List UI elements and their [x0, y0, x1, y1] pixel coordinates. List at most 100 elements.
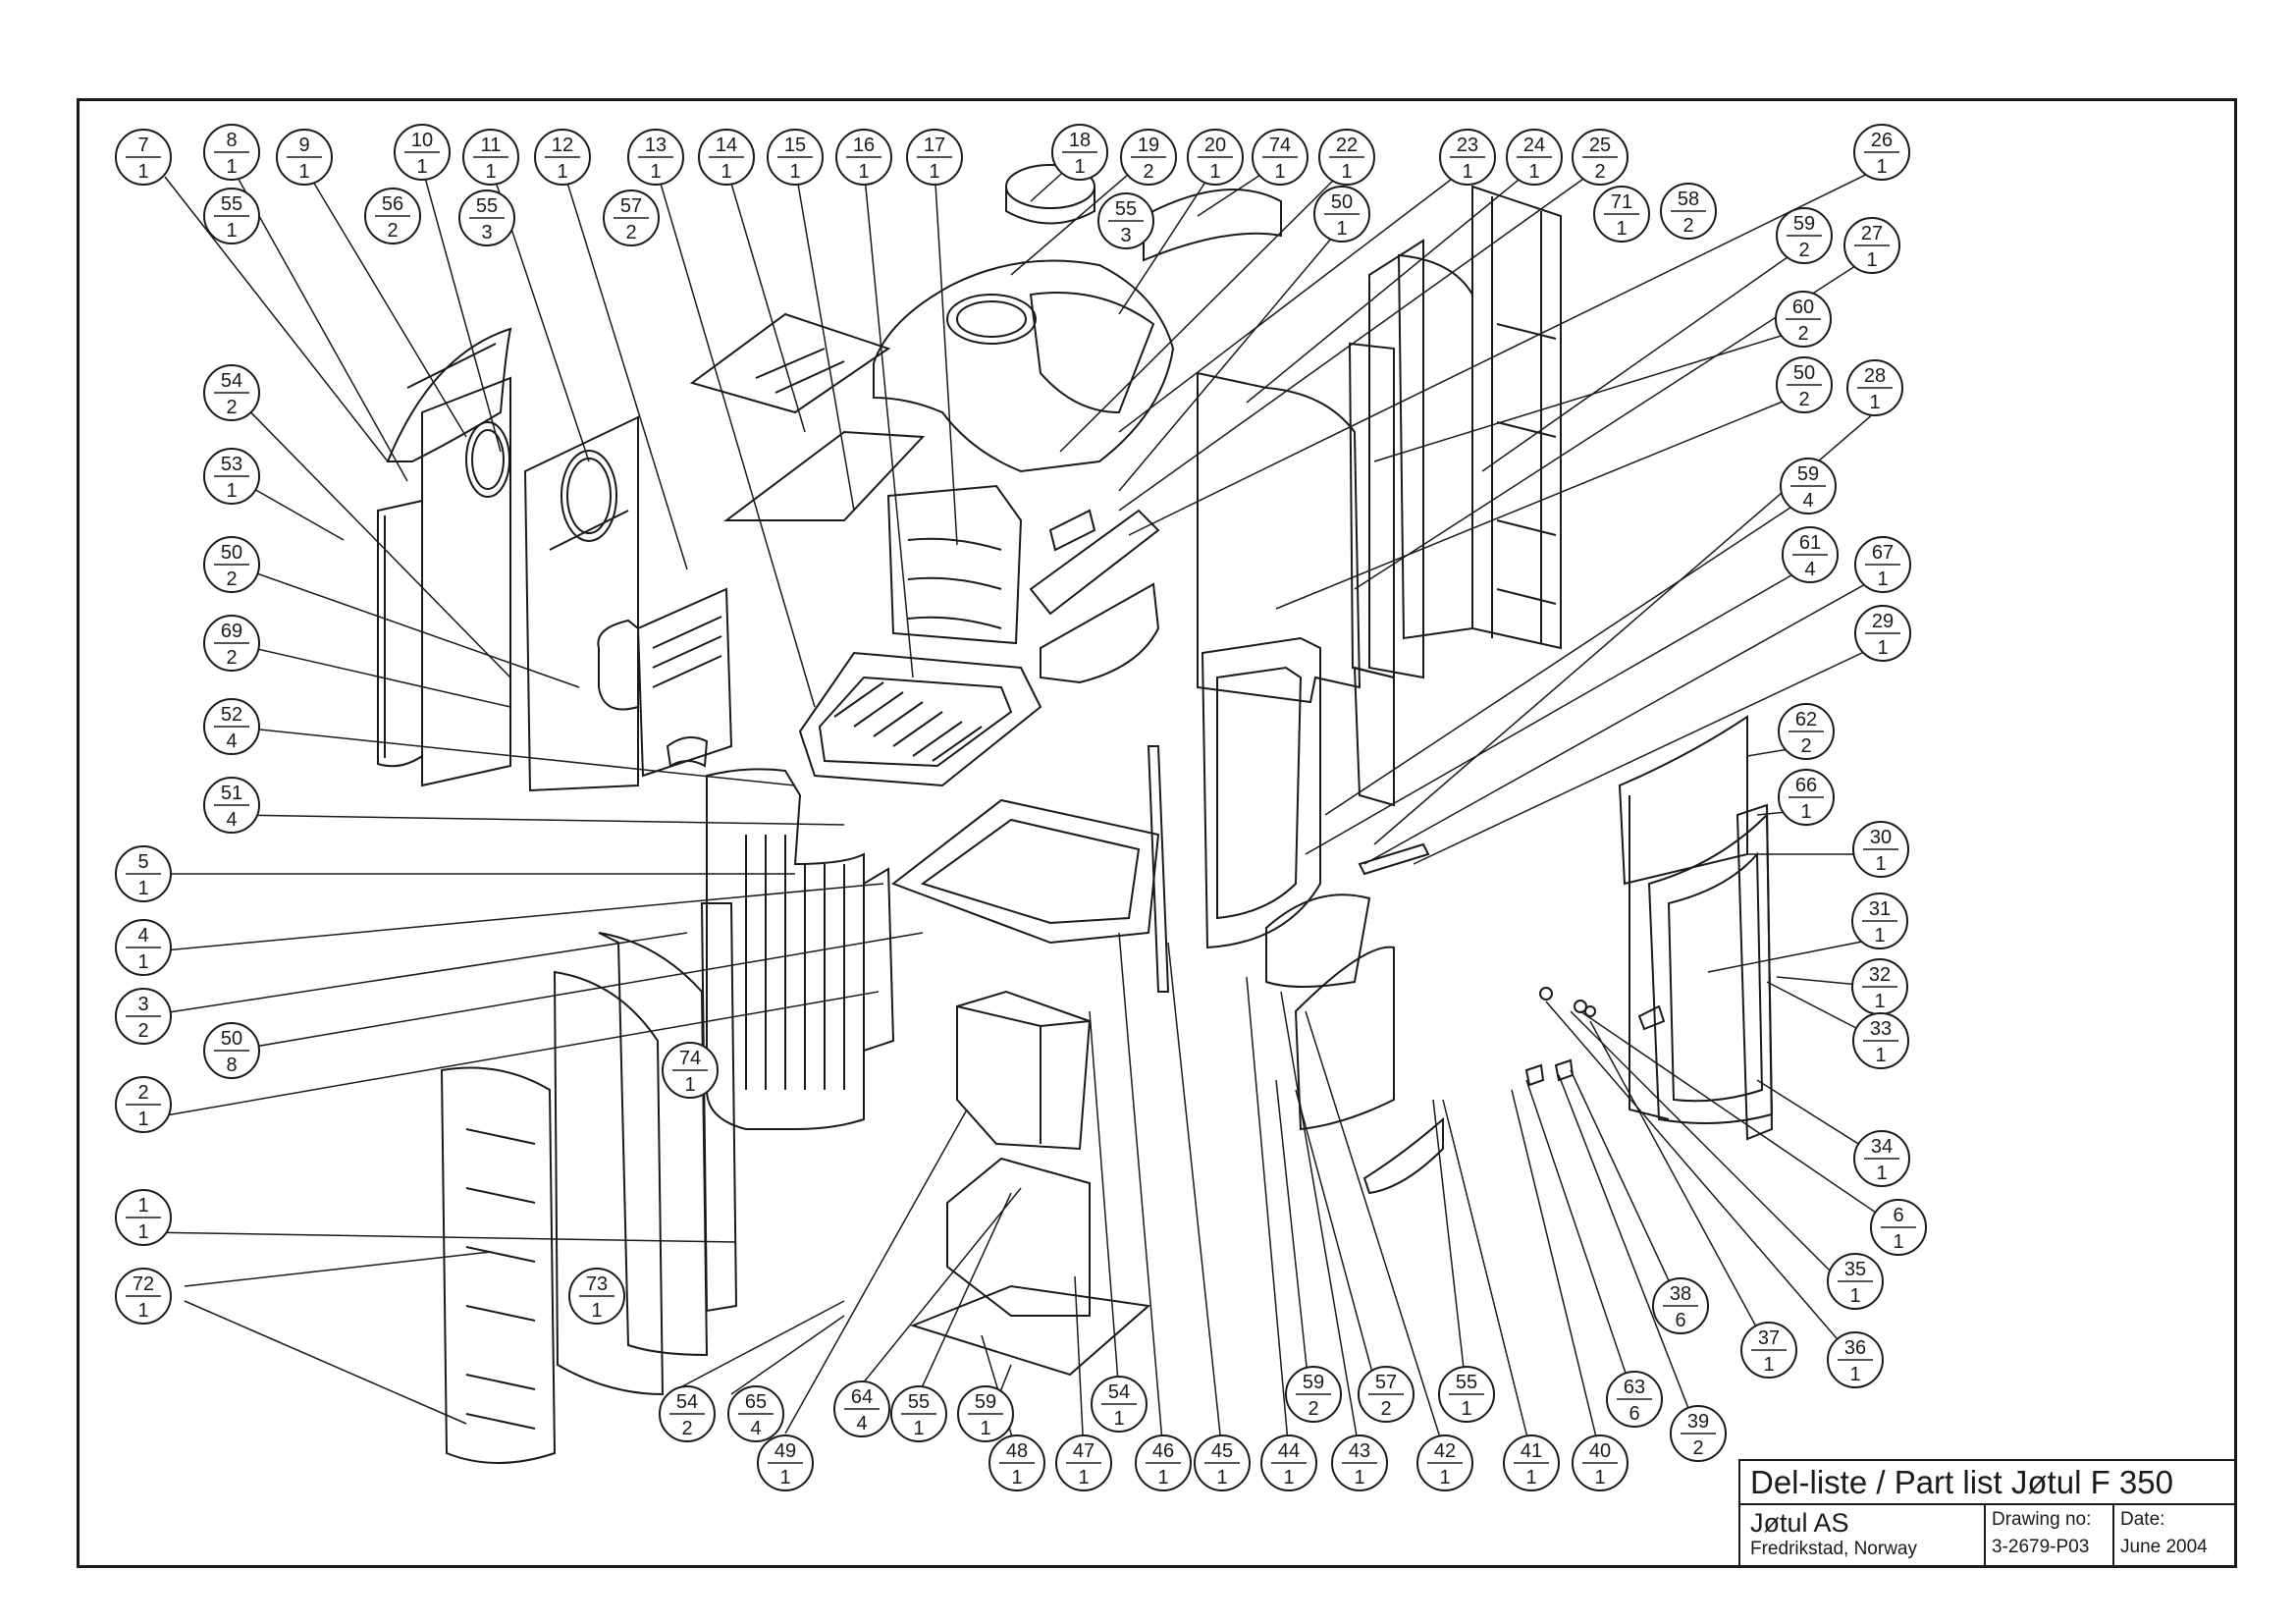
- balloon-part-number: 42: [1434, 1440, 1456, 1462]
- balloon-part-number: 22: [1336, 135, 1358, 156]
- balloon-quantity: 1: [1216, 1467, 1227, 1489]
- glass-door: [1618, 715, 1774, 1141]
- balloon-quantity: 2: [681, 1418, 692, 1439]
- balloon-part-29: 291: [1854, 605, 1911, 662]
- balloon-quantity: 1: [226, 156, 237, 178]
- top-casting: [873, 164, 1282, 473]
- balloon-quantity: 3: [1120, 225, 1131, 246]
- balloon-part-number: 54: [1108, 1381, 1130, 1403]
- balloon-quantity: 1: [557, 161, 567, 183]
- balloon-part-number: 4: [137, 925, 148, 947]
- balloon-part-number: 32: [1869, 964, 1891, 986]
- parts-linework: [377, 164, 1774, 1464]
- balloon-quantity: 1: [226, 220, 237, 242]
- balloon-part-number: 19: [1138, 135, 1159, 156]
- balloon-quantity: 1: [1157, 1467, 1168, 1489]
- balloon-quantity: 1: [1876, 156, 1887, 178]
- balloon-quantity: 4: [1804, 559, 1815, 580]
- balloon-quantity: 1: [721, 161, 731, 183]
- balloon-part-number: 59: [1797, 463, 1819, 485]
- balloon-quantity: 1: [1074, 156, 1085, 178]
- balloon-quantity: 1: [779, 1467, 790, 1489]
- balloon-part-number: 50: [221, 1028, 242, 1050]
- balloon-part-28: 281: [1846, 359, 1903, 416]
- balloon-part-number: 66: [1795, 775, 1817, 796]
- balloon-part-39: 392: [1670, 1405, 1727, 1462]
- balloon-part-53: 531: [203, 448, 260, 505]
- balloon-part-33: 331: [1852, 1012, 1909, 1069]
- balloon-part-11: 111: [462, 129, 519, 186]
- balloon-quantity: 1: [1869, 392, 1880, 413]
- balloon-quantity: 1: [684, 1074, 695, 1096]
- balloon-quantity: 1: [1877, 568, 1888, 590]
- balloon-quantity: 1: [1877, 637, 1888, 659]
- balloon-part-number: 36: [1844, 1337, 1866, 1359]
- balloon-quantity: 1: [1113, 1408, 1124, 1430]
- balloon-part-number: 12: [552, 135, 573, 156]
- balloon-part-number: 17: [924, 135, 945, 156]
- balloon-quantity: 1: [1875, 1045, 1886, 1066]
- balloon-part-number: 1: [137, 1195, 148, 1217]
- balloon-part-number: 54: [676, 1391, 698, 1413]
- balloon-quantity: 1: [1800, 801, 1811, 823]
- balloon-part-59: 592: [1776, 207, 1833, 264]
- balloon-quantity: 4: [226, 731, 237, 752]
- company-cell: Jøtul AS Fredrikstad, Norway: [1740, 1505, 1986, 1568]
- balloon-part-55: 551: [890, 1385, 947, 1442]
- balloon-part-61: 614: [1782, 526, 1839, 583]
- balloon-quantity: 1: [137, 951, 148, 973]
- balloon-part-55: 553: [458, 189, 515, 246]
- balloon-quantity: 1: [980, 1418, 990, 1439]
- balloon-quantity: 1: [1528, 161, 1539, 183]
- balloon-quantity: 1: [137, 1300, 148, 1322]
- balloon-quantity: 6: [1675, 1310, 1685, 1331]
- company-location: Fredrikstad, Norway: [1750, 1539, 1917, 1559]
- balloon-part-number: 48: [1006, 1440, 1028, 1462]
- front-casting: [700, 768, 895, 1313]
- balloon-quantity: 2: [226, 568, 237, 590]
- balloon-quantity: 1: [1341, 161, 1352, 183]
- balloon-part-64: 644: [833, 1380, 890, 1437]
- left-side-panel: [377, 327, 512, 768]
- balloon-part-30: 301: [1852, 821, 1909, 878]
- balloon-part-number: 6: [1893, 1205, 1903, 1226]
- balloon-part-32: 321: [1851, 958, 1908, 1015]
- balloon-part-52: 524: [203, 698, 260, 755]
- balloon-part-67: 671: [1854, 536, 1911, 593]
- balloon-part-55: 551: [203, 188, 260, 244]
- balloon-quantity: 1: [650, 161, 661, 183]
- balloon-part-number: 63: [1624, 1377, 1645, 1398]
- balloon-quantity: 1: [858, 161, 869, 183]
- baffle-plates: [689, 312, 926, 521]
- balloon-part-number: 15: [784, 135, 806, 156]
- balloon-part-63: 636: [1606, 1371, 1663, 1428]
- balloon-part-4: 41: [115, 919, 172, 976]
- firebrick-rear: [886, 484, 1023, 645]
- balloon-part-number: 53: [221, 454, 242, 475]
- balloon-quantity: 1: [789, 161, 800, 183]
- balloon-quantity: 1: [1461, 1398, 1471, 1420]
- balloon-part-number: 28: [1864, 365, 1886, 387]
- balloon-part-number: 45: [1211, 1440, 1233, 1462]
- balloon-part-number: 71: [1611, 191, 1632, 213]
- balloon-part-24: 241: [1506, 129, 1563, 186]
- balloon-part-number: 59: [1303, 1372, 1324, 1393]
- balloon-part-number: 44: [1278, 1440, 1300, 1462]
- balloon-part-number: 40: [1589, 1440, 1611, 1462]
- balloon-part-number: 14: [716, 135, 737, 156]
- balloon-part-54: 542: [203, 364, 260, 421]
- balloon-part-number: 27: [1861, 223, 1883, 244]
- balloon-part-15: 151: [767, 129, 824, 186]
- balloon-part-7: 71: [115, 129, 172, 186]
- balloon-quantity: 2: [1308, 1398, 1318, 1420]
- grate: [798, 651, 1042, 787]
- balloon-part-37: 371: [1740, 1322, 1797, 1379]
- balloon-part-number: 61: [1799, 532, 1821, 554]
- balloon-quantity: 1: [1875, 853, 1886, 875]
- balloon-part-number: 49: [774, 1440, 796, 1462]
- balloon-part-number: 74: [1269, 135, 1291, 156]
- balloon-part-number: 13: [645, 135, 667, 156]
- balloon-part-16: 161: [835, 129, 892, 186]
- balloon-part-number: 55: [1115, 198, 1137, 220]
- drawing-number-label: Drawing no:: [1992, 1509, 2092, 1530]
